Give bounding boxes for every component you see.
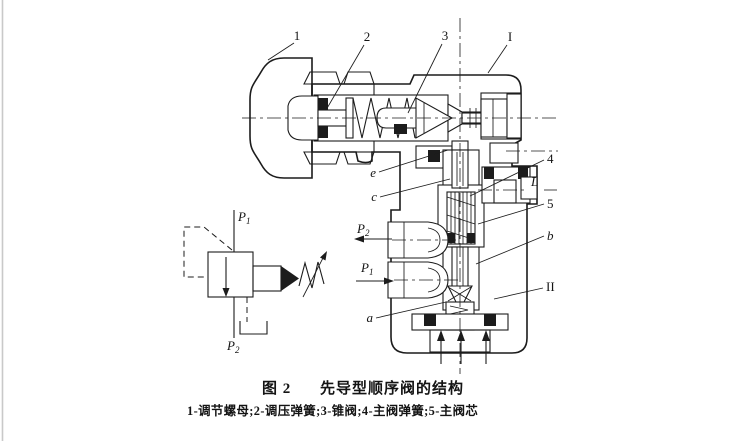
leader-a — [375, 301, 447, 319]
knurl-rib-top-1 — [303, 71, 341, 85]
p1-flow-arrow: P1 — [356, 260, 394, 285]
callout-section-2: II — [546, 279, 555, 294]
p2-flow-arrow: P2 — [354, 221, 392, 243]
screw-seal-top — [318, 98, 328, 110]
figure-legend: 1-调节螺母;2-调压弹簧;3-锥阀;4-主阀弹簧;5-主阀芯 — [187, 403, 478, 418]
symbol-actuator-triangle — [281, 266, 299, 291]
hydraulic-symbol: P1 P2 — [183, 209, 327, 355]
valve-body — [311, 74, 538, 354]
symbol-actuator-box — [252, 265, 282, 292]
callout-4: 4 — [547, 151, 554, 166]
center-lines — [242, 18, 558, 374]
leader-2 — [325, 44, 365, 111]
symbol-pilot-line — [183, 226, 233, 278]
callout-e: e — [370, 165, 376, 180]
drain-passage — [489, 142, 519, 164]
symbol-p2-label: P2 — [226, 338, 240, 355]
symbol-p1-label: P1 — [237, 209, 250, 226]
cone-valve — [415, 97, 454, 139]
figure-caption: 图 2 先导型顺序阀的结构 1-调节螺母;2-调压弹簧;3-锥阀;4-主阀弹簧;… — [187, 379, 478, 418]
spool-seal-right — [467, 233, 475, 243]
leader-4 — [469, 159, 545, 197]
callout-section-1: I — [508, 29, 512, 44]
symbol-flow-arrowhead — [222, 288, 230, 297]
screw-seal-bottom — [318, 126, 328, 138]
knurl-rib-bottom-2 — [343, 151, 375, 165]
figure-number: 图 2 — [262, 380, 291, 397]
callout-3: 3 — [442, 28, 449, 43]
symbol-valve-box — [207, 251, 254, 298]
callout-b: b — [547, 228, 554, 243]
leader-3 — [407, 43, 443, 114]
seal-upper-left — [394, 124, 407, 134]
leader-e — [378, 149, 449, 173]
e-cavity-seal — [428, 150, 440, 162]
leader-section-1 — [487, 44, 508, 74]
spool-seal-left — [447, 233, 455, 243]
l-port-flange — [481, 166, 538, 204]
leader-section-2 — [493, 287, 544, 300]
symbol-tank — [239, 321, 268, 335]
knurled-cap — [249, 57, 313, 179]
leader-5 — [477, 203, 545, 225]
leader-1 — [267, 42, 295, 61]
knurl-rib-bottom-1 — [303, 151, 341, 165]
knurl-rib-top-2 — [343, 71, 375, 85]
callout-2: 2 — [364, 29, 371, 44]
leader-b — [475, 235, 545, 265]
leader-c — [379, 178, 451, 198]
symbol-spring — [298, 260, 325, 289]
callout-1: 1 — [294, 28, 301, 43]
callout-labels: 1 2 3 I 4 L 5 b II e c a P2 P — [267, 28, 555, 325]
inlet-flow-arrows — [437, 330, 490, 364]
callout-l-port: L — [530, 174, 538, 189]
valve-cross-section — [242, 18, 558, 374]
symbol-adjust-arrow — [302, 253, 326, 298]
p1-port-label: P1 — [360, 260, 373, 277]
symbol-adjust-arrowhead — [320, 251, 327, 261]
end-plug-collar — [506, 93, 522, 139]
callout-a: a — [367, 310, 374, 325]
callout-5: 5 — [547, 196, 554, 211]
figure-title: 先导型顺序阀的结构 — [320, 379, 464, 397]
p2-port-label: P2 — [356, 221, 370, 238]
callout-c: c — [371, 189, 377, 204]
